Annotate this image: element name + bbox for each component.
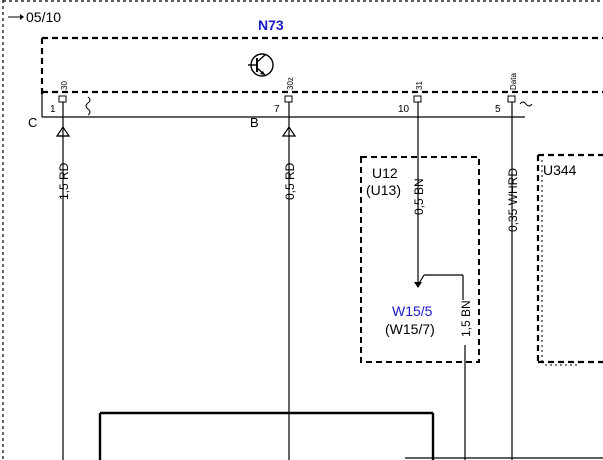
pin-30z[interactable]: 30z 7 xyxy=(274,77,295,115)
splice-u12-label[interactable]: U12 xyxy=(372,165,398,181)
pin-30[interactable]: 30 1 xyxy=(50,81,69,115)
pin-data[interactable]: Data 5 xyxy=(495,73,518,115)
transistor-icon xyxy=(248,53,274,77)
pin-31[interactable]: 31 10 xyxy=(398,81,424,115)
wire-pin30[interactable] xyxy=(55,102,71,460)
pin-data-number: 5 xyxy=(495,104,501,115)
lower-component xyxy=(98,411,603,460)
pin-31-number: 10 xyxy=(398,104,410,115)
splice-u13-label[interactable]: (U13) xyxy=(366,182,401,198)
wire-label-0-35-whrd: 0,35 WHRD xyxy=(506,168,520,232)
module-u344-label[interactable]: U344 xyxy=(543,162,577,178)
pin-30-number: 1 xyxy=(50,104,56,115)
splice-junction xyxy=(414,274,464,300)
pin-30z-term: 30z xyxy=(286,77,295,90)
wire-pin30z[interactable] xyxy=(281,102,297,460)
wire-label-0-5-bn: 0,5 BN xyxy=(412,178,426,215)
ground-point-label[interactable]: W15/5 xyxy=(392,303,433,319)
plug-b-icon xyxy=(281,125,297,137)
page-reference[interactable]: 05/10 xyxy=(26,9,61,25)
data-squiggle-icon xyxy=(519,101,533,107)
splice-u12-box xyxy=(360,156,480,363)
pin-30z-number: 7 xyxy=(274,104,280,115)
connector-c-label[interactable]: C xyxy=(28,115,37,130)
pin-data-term: Data xyxy=(509,73,518,90)
page-ref-arrow-icon xyxy=(8,14,24,20)
shield-squiggle-icon xyxy=(85,96,91,116)
wire-label-1-5-rd: 1,5 RD xyxy=(57,162,71,200)
connector-b-label[interactable]: B xyxy=(250,115,259,130)
pin-31-term: 31 xyxy=(415,81,424,90)
module-u344-box xyxy=(536,153,603,366)
wire-label-1-5-bn: 1,5 BN xyxy=(459,300,473,337)
module-n73-label[interactable]: N73 xyxy=(258,17,284,33)
pin-30-term: 30 xyxy=(60,81,69,90)
ground-point-alt-label[interactable]: (W15/7) xyxy=(385,321,435,337)
module-n73-box xyxy=(40,36,603,94)
wire-label-0-5-rd: 0,5 RD xyxy=(283,162,297,200)
